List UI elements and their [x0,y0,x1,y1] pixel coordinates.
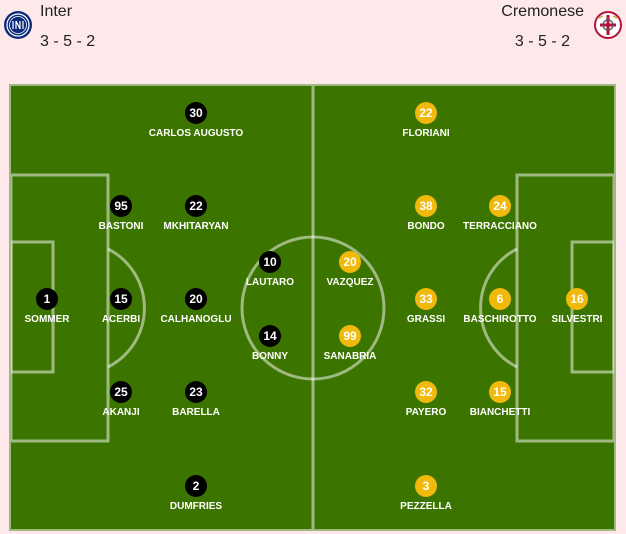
player-name: VAZQUEZ [326,277,374,288]
player-number-badge: 20 [185,288,207,310]
player-name: CALHANOGLU [160,314,232,325]
home-formation: 3 - 5 - 2 [40,33,96,50]
player-name: CARLOS AUGUSTO [148,128,244,139]
home-team-header: Inter 3 - 5 - 2 [0,0,200,80]
player-number-badge: 16 [566,288,588,310]
player-number-badge: 14 [259,325,281,347]
away-formation: 3 - 5 - 2 [514,33,570,50]
player-number-badge: 15 [489,381,511,403]
away-team-name: Cremonese [501,3,584,20]
player-number-badge: 23 [185,381,207,403]
player-number-badge: 30 [185,102,207,124]
player-name: GRASSI [406,314,446,325]
inter-crest-icon [3,10,33,40]
player-number-badge: 24 [489,195,511,217]
home-team-name: Inter [40,3,73,20]
player-number-badge: 1 [36,288,58,310]
player-name: AKANJI [102,407,140,418]
player-name: MKHITARYAN [163,221,229,232]
player-name: ACERBI [101,314,141,325]
player-number-badge: 32 [415,381,437,403]
player-name: TERRACCIANO [463,221,537,232]
player-name: BASCHIROTTO [463,314,537,325]
player-number-badge: 33 [415,288,437,310]
player-name: PAYERO [405,407,447,418]
player-name: LAUTARO [245,277,295,288]
player-number-badge: 15 [110,288,132,310]
player-number-badge: 6 [489,288,511,310]
player-number-badge: 99 [339,325,361,347]
player-name: BONDO [407,221,445,232]
player-name: SOMMER [24,314,70,325]
player-number-badge: 3 [415,475,437,497]
player-name: BARELLA [172,407,220,418]
player-name: BONNY [251,351,289,362]
cremonese-crest-icon [593,10,623,40]
player-name: SANABRIA [323,351,377,362]
player-name: PEZZELLA [400,501,452,512]
player-number-badge: 2 [185,475,207,497]
player-name: BIANCHETTI [469,407,531,418]
player-number-badge: 20 [339,251,361,273]
player-number-badge: 10 [259,251,281,273]
player-name: FLORIANI [402,128,450,139]
player-number-badge: 22 [185,195,207,217]
away-team-header: Cremonese 3 - 5 - 2 [426,0,626,80]
player-number-badge: 22 [415,102,437,124]
player-name: SILVESTRI [551,314,603,325]
player-number-badge: 38 [415,195,437,217]
player-number-badge: 25 [110,381,132,403]
player-name: DUMFRIES [169,501,223,512]
player-name: BASTONI [98,221,144,232]
player-number-badge: 95 [110,195,132,217]
